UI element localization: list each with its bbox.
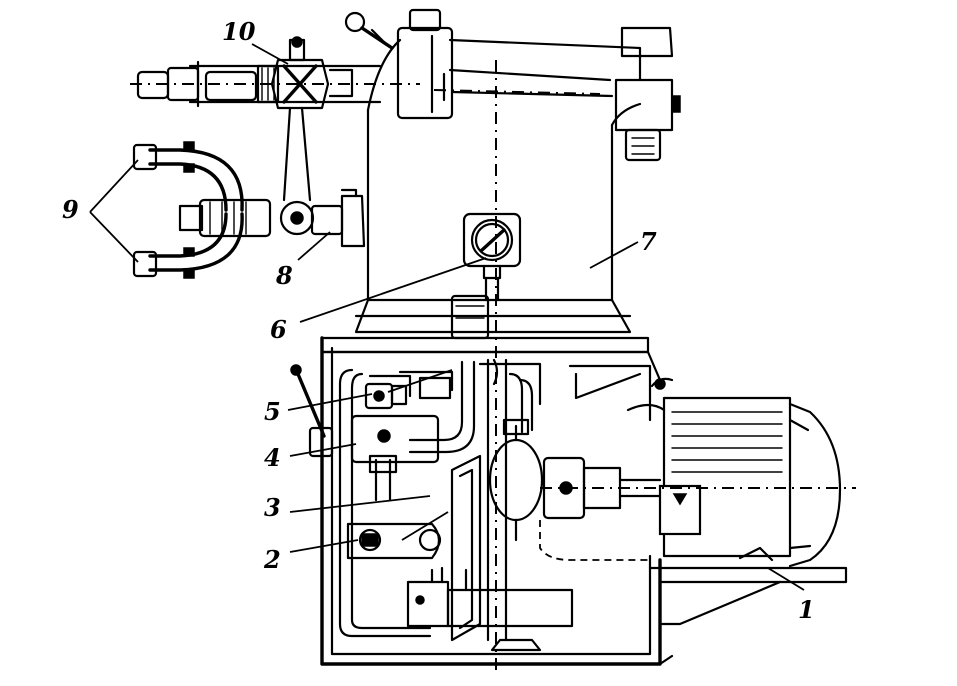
callout-5: 5 xyxy=(264,397,281,426)
callout-6: 6 xyxy=(270,315,287,344)
motor-1 xyxy=(626,377,842,568)
leader-9a xyxy=(89,159,139,213)
top-handwheel xyxy=(344,11,394,50)
callout-10: 10 xyxy=(222,17,256,46)
filter-2 xyxy=(346,522,442,560)
leader-lines xyxy=(89,43,805,591)
callout-9: 9 xyxy=(62,195,79,224)
right-bracket xyxy=(614,26,681,162)
valve-10 xyxy=(270,36,330,110)
hose-9-lower xyxy=(132,212,244,279)
leader-3 xyxy=(289,495,431,513)
hose-9-upper xyxy=(132,141,244,212)
distributor-4 xyxy=(350,414,440,502)
leader-1 xyxy=(767,567,805,591)
callout-7: 7 xyxy=(640,227,657,256)
leader-9b xyxy=(89,211,139,263)
pump-3 xyxy=(450,418,544,652)
leader-2 xyxy=(289,539,359,553)
leader-7 xyxy=(589,241,639,269)
leader-6 xyxy=(299,257,487,323)
leader-2b xyxy=(401,511,449,541)
base-plate xyxy=(648,546,848,626)
leader-5 xyxy=(287,393,373,411)
valve-block-5 xyxy=(364,376,452,410)
callout-1: 1 xyxy=(798,595,815,624)
swing-lever xyxy=(279,106,315,236)
mount-outline xyxy=(539,520,650,561)
internal-pipework xyxy=(338,358,542,642)
callout-4: 4 xyxy=(264,443,281,472)
callout-3: 3 xyxy=(264,493,281,522)
leader-8 xyxy=(297,231,331,261)
leader-5b xyxy=(387,369,453,393)
leader-4 xyxy=(289,443,357,457)
callout-8: 8 xyxy=(275,261,293,290)
tank-lever xyxy=(290,364,334,458)
callout-2: 2 xyxy=(263,545,281,574)
leader-10 xyxy=(251,43,289,65)
bottom-components xyxy=(406,566,574,628)
valve-8 xyxy=(178,188,366,248)
callout-labels: 1 2 3 4 5 6 7 8 9 10 xyxy=(62,17,815,624)
pressure-gauge-6 xyxy=(450,212,522,340)
top-block xyxy=(396,8,454,120)
